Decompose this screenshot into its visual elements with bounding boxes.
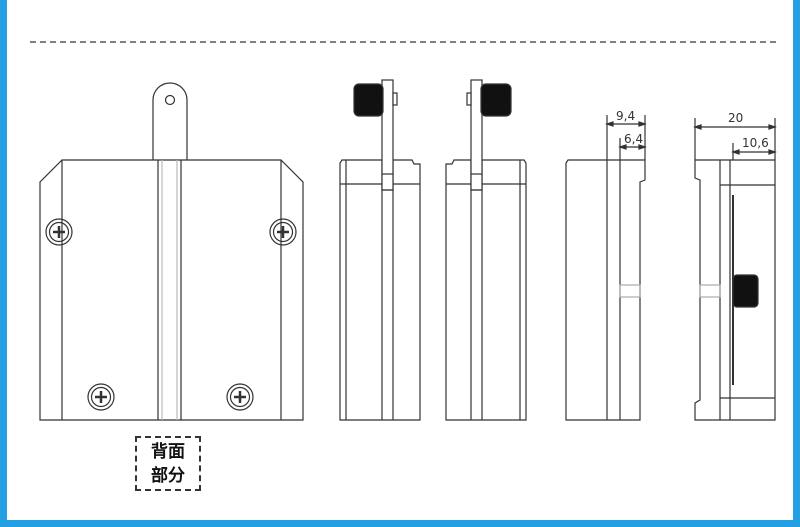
front-view [39,82,304,421]
label-line-2: 部分 [151,465,185,486]
label-line-1: 背面 [151,441,185,462]
dimension-10-6: 10,6 [742,136,769,150]
dimension-6-4: 6,4 [624,132,643,146]
dimension-20: 20 [728,111,743,125]
side-view-left [339,79,421,421]
dimension-9-4: 9,4 [616,109,635,123]
width-view: 20 10,6 [693,111,777,421]
thickness-view: 9,4 6,4 [565,109,647,421]
screw-icon [269,218,297,246]
screw-icon [45,218,73,246]
knurled-knob-icon [353,83,384,117]
back-part-label: 背面 部分 [135,436,201,491]
screw-icon [226,383,254,411]
knurled-knob-icon [480,83,512,117]
screw-icon [87,383,115,411]
knurled-knob-icon [732,274,759,308]
side-view-right [445,79,527,421]
